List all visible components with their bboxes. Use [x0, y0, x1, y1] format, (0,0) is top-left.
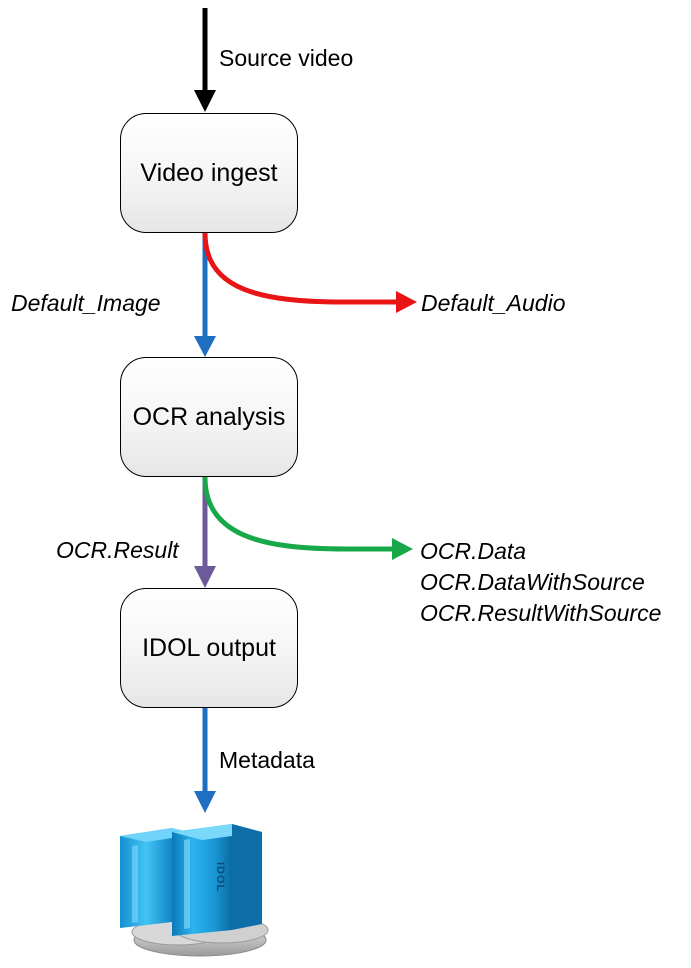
metadata-arrow: [194, 708, 216, 813]
ocr-analysis-node: OCR analysis: [120, 357, 298, 477]
metadata-label: Metadata: [219, 747, 315, 773]
idol-server-logo-text: IDOL: [214, 862, 226, 893]
ocr-output-item: OCR.ResultWithSource: [420, 600, 662, 626]
ocr-output-item: OCR.Data: [420, 538, 527, 564]
default-audio-label: Default_Audio: [421, 290, 566, 316]
ocr-outputs-list: OCR.Data OCR.DataWithSource OCR.ResultWi…: [420, 536, 661, 629]
idol-output-label: IDOL output: [142, 633, 276, 662]
ocr-result-label: OCR.Result: [56, 537, 179, 563]
source-video-label: Source video: [219, 45, 354, 71]
ocr-analysis-label: OCR analysis: [132, 402, 286, 431]
ocr-data-arrow: [202, 476, 413, 560]
ocr-output-item: OCR.DataWithSource: [420, 569, 645, 595]
default-image-label: Default_Image: [11, 290, 161, 316]
idol-output-node: IDOL output: [120, 588, 298, 708]
idol-server-icon: [120, 824, 269, 957]
video-ingest-label: Video ingest: [140, 158, 278, 187]
source-video-arrow: [194, 8, 216, 112]
default-audio-arrow: [202, 232, 417, 313]
video-ingest-node: Video ingest: [120, 113, 298, 233]
